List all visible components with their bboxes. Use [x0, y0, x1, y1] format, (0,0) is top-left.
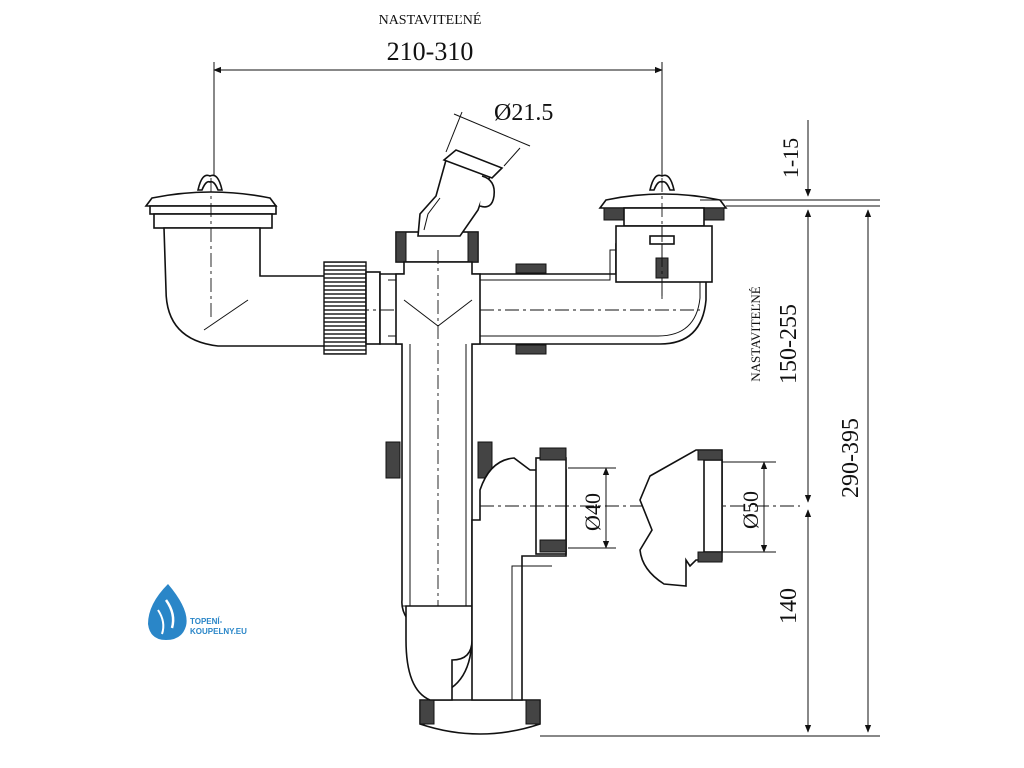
right-mid-label: 150-255: [776, 304, 802, 384]
right-total-label: 290-395: [838, 418, 864, 498]
d50-label: Ø50: [738, 491, 763, 529]
overflow-diameter-label: Ø21.5: [494, 100, 553, 126]
logo-line2: KOUPELNY.EU: [190, 627, 247, 636]
right-note-label: NASTAVITEĽNÉ: [748, 286, 763, 382]
top-width-label: 210-310: [387, 37, 474, 66]
d40-label: Ø40: [580, 493, 605, 531]
logo-line1: TOPENÍ-: [190, 617, 223, 626]
overflow-hose: Ø21.5: [395, 100, 553, 263]
d40-dimension: Ø40: [568, 467, 616, 549]
right-small-label: 1-15: [778, 138, 803, 178]
siphon-bowl: [405, 447, 800, 735]
brand-logo: TOPENÍ- KOUPELNY.EU: [148, 584, 247, 640]
left-strainer: [144, 174, 333, 347]
top-width-dimension: NASTAVITEĽNÉ 210-310: [213, 11, 663, 180]
top-note-label: NASTAVITEĽNÉ: [379, 11, 482, 28]
right-low-label: 140: [776, 588, 802, 624]
right-dimensions: 1-15 NASTAVITEĽNÉ 150-255 140 290-395: [540, 120, 880, 737]
water-drop-icon: [148, 584, 187, 640]
d50-adapter: Ø50: [639, 449, 776, 587]
right-strainer: [598, 174, 728, 300]
left-knurled-nut: [323, 261, 381, 355]
